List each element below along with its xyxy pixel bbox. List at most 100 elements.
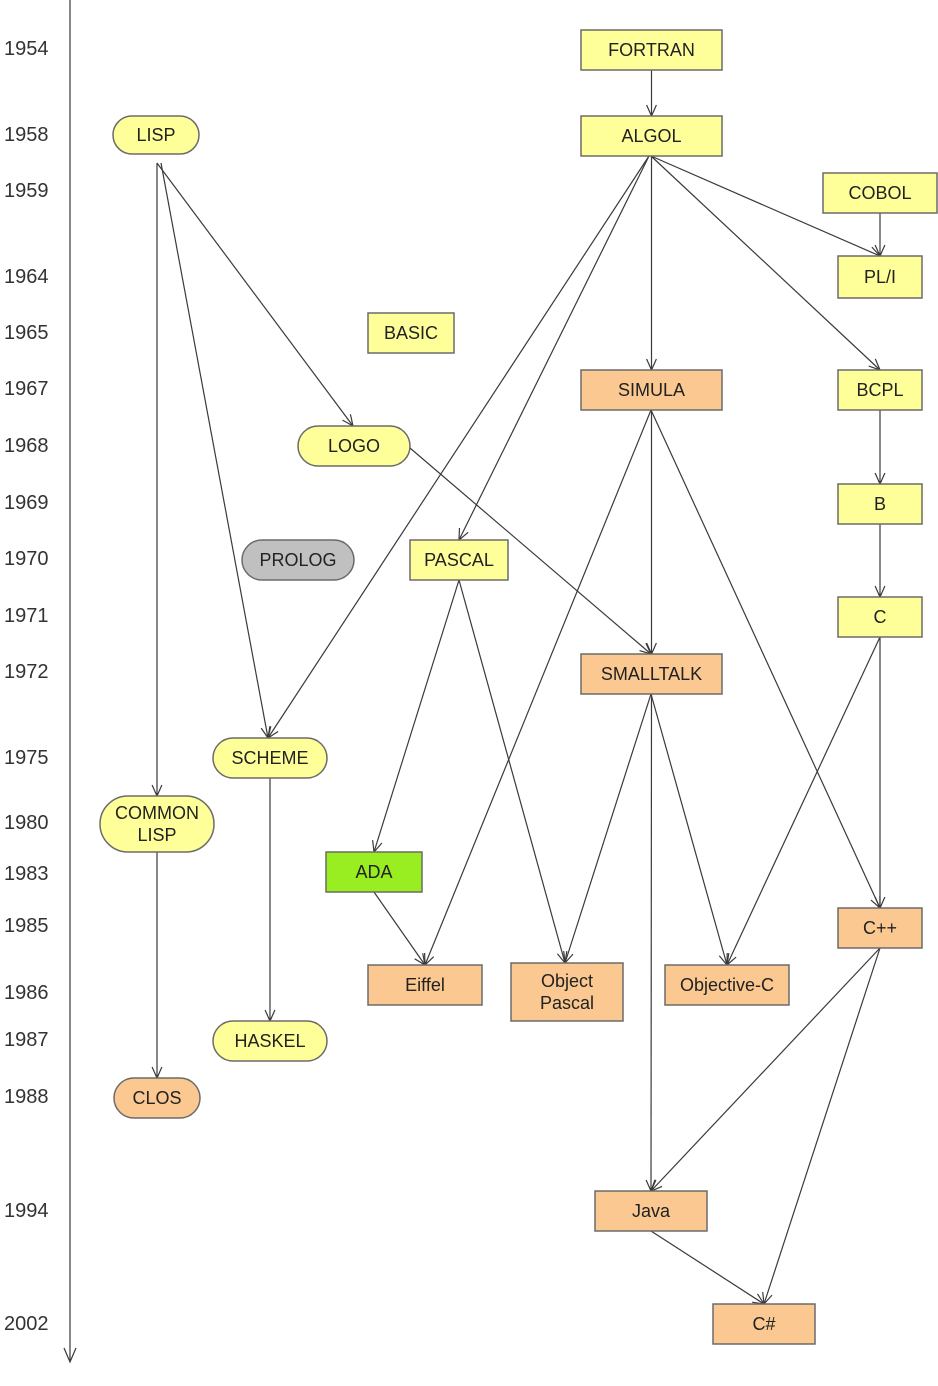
edge-java-to-csharp [650,1230,766,1305]
node-c: C [837,596,923,638]
node-java-label: Java [632,1201,671,1221]
node-eiffel-label: Eiffel [405,975,445,995]
edge-lisp-to-logo [156,162,354,428]
node-objpascal-label: Pascal [540,993,594,1013]
node-bcpl-box [837,369,923,411]
year-label-1994: 1994 [4,1200,49,1222]
node-csharp-label: C# [752,1314,775,1334]
edge-c-to-cpp [874,637,886,910]
node-haskel-label: HASKEL [234,1031,305,1051]
node-cobol-label: COBOL [848,183,911,203]
node-algol: ALGOL [580,115,723,157]
year-label-1988: 1988 [4,1086,49,1108]
year-label-1985: 1985 [4,915,49,937]
node-haskel-box [212,1020,328,1062]
node-fortran-label: FORTRAN [608,40,695,60]
node-prolog: PROLOG [241,539,355,581]
node-c-label: C [874,607,887,627]
node-commonlisp-box [99,795,215,853]
edge-algol-to-pascal [458,155,650,542]
node-ada-box [325,851,423,893]
node-smalltalk: SMALLTALK [580,653,723,695]
year-label-1959: 1959 [4,180,49,202]
edge-fortran-to-algol [646,70,657,118]
node-bcpl: BCPL [837,369,923,411]
year-label-1986: 1986 [4,982,49,1004]
node-pascal-label: PASCAL [424,550,494,570]
node-logo: LOGO [297,425,411,467]
node-simula: SIMULA [580,369,723,411]
node-smalltalk-label: SMALLTALK [601,664,702,684]
edge-commonlisp-to-clos [151,852,163,1080]
node-ada-label: ADA [355,862,392,882]
node-scheme-box [212,737,328,779]
node-b-box [837,483,923,525]
node-cobol: COBOL [822,172,938,214]
node-algol-box [580,115,723,157]
year-label-1983: 1983 [4,863,49,885]
year-label-1965: 1965 [4,322,49,344]
influence-edges [151,70,886,1306]
edge-lisp-to-commonlisp [151,163,163,798]
node-eiffel-box [367,964,483,1006]
edge-cobol-to-pli [874,213,886,258]
edge-bcpl-to-b [874,410,886,486]
year-label-1971: 1971 [4,605,49,627]
node-smalltalk-box [580,653,723,695]
node-clos-box [113,1077,201,1119]
timeline-axis [63,0,77,1364]
node-cpp-label: C++ [863,918,897,938]
edge-smalltalk-to-java [645,693,657,1193]
language-nodes: FORTRAN LISP ALGOL COBOL PL/I BASIC SIMULA BCPL… [99,29,938,1345]
node-objc-box [664,964,790,1006]
node-logo-box [297,425,411,467]
year-label-1975: 1975 [4,747,49,769]
node-cpp: C++ [837,907,923,949]
node-scheme-label: SCHEME [231,748,308,768]
year-label-1954: 1954 [4,38,49,60]
node-clos: CLOS [113,1077,201,1119]
node-objpascal-label: Object [541,971,593,991]
year-label-1967: 1967 [4,378,49,400]
node-simula-label: SIMULA [618,380,685,400]
node-commonlisp-label: COMMON [115,803,199,823]
node-fortran-box [580,29,723,71]
node-cobol-box [822,172,938,214]
node-ada: ADA [325,851,423,893]
node-c-box [837,596,923,638]
node-algol-label: ALGOL [621,126,681,146]
node-pascal: PASCAL [409,539,509,581]
edge-b-to-c [874,524,886,599]
node-pli-label: PL/I [864,267,896,287]
node-logo-label: LOGO [328,436,380,456]
node-haskel: HASKEL [212,1020,328,1062]
timeline-axis-arrow-icon [63,1347,77,1364]
year-label-1964: 1964 [4,266,49,288]
edge-pascal-to-ada [372,579,460,854]
edge-pascal-to-objpascal [458,579,568,965]
node-basic: BASIC [367,312,455,354]
node-b-label: B [874,494,886,514]
node-basic-box [367,312,455,354]
year-label-1970: 1970 [4,548,49,570]
year-label-1987: 1987 [4,1029,49,1051]
node-clos-label: CLOS [132,1088,181,1108]
edge-smalltalk-to-objc [650,693,730,967]
node-fortran: FORTRAN [580,29,723,71]
year-label-1969: 1969 [4,492,49,514]
node-java: Java [594,1190,708,1232]
year-label-1958: 1958 [4,124,49,146]
node-lisp-label: LISP [136,125,175,145]
year-label-2002: 2002 [4,1313,49,1335]
node-objc: Objective-C [664,964,790,1006]
node-pli: PL/I [837,255,923,299]
node-prolog-label: PROLOG [259,550,336,570]
node-commonlisp-label: LISP [137,825,176,845]
year-labels: 1954195819591964196519671968196919701971… [4,38,49,1335]
node-bcpl-label: BCPL [856,380,903,400]
edge-lisp-to-scheme [160,162,272,740]
node-prolog-box [241,539,355,581]
node-eiffel: Eiffel [367,964,483,1006]
